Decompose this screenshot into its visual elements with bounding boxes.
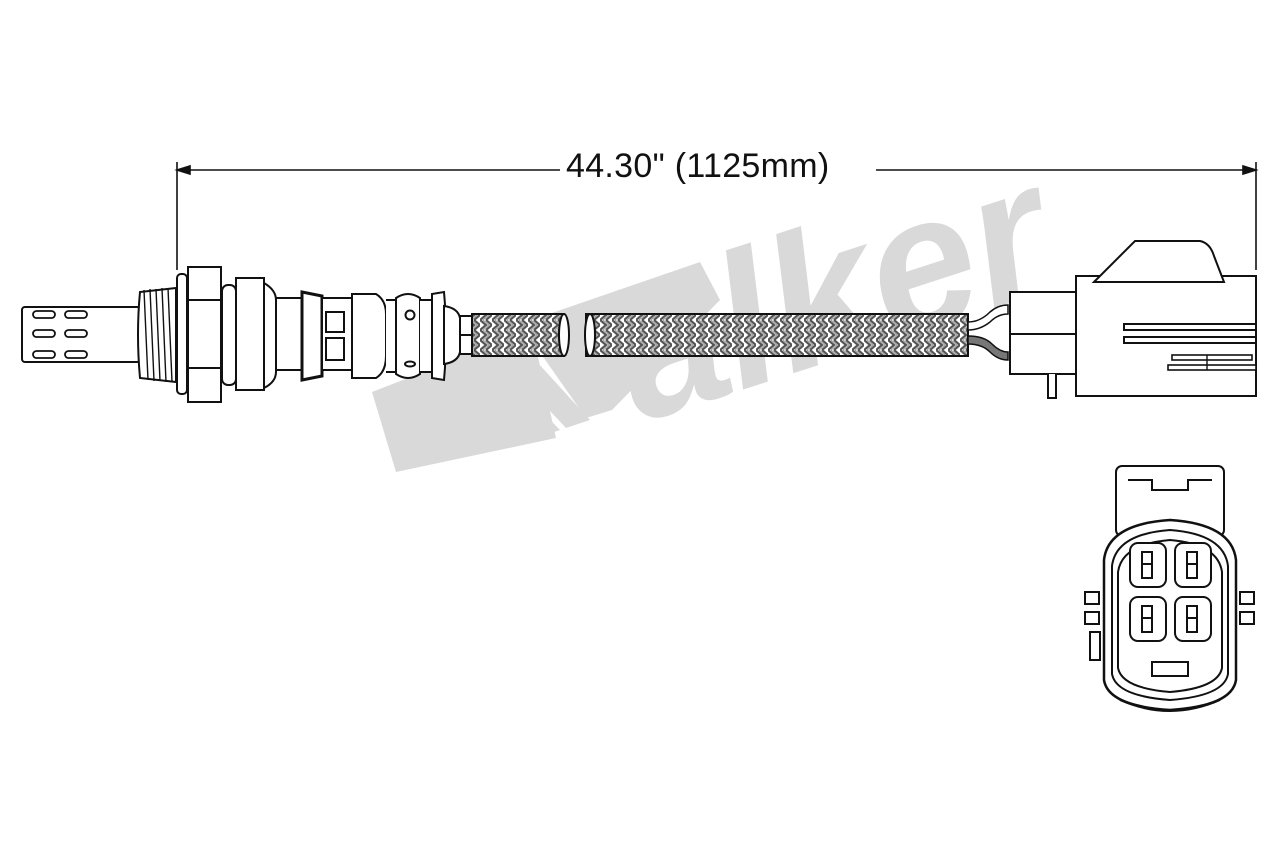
dimension-label: 44.30" (1125mm) — [560, 144, 836, 188]
dimension-line — [174, 162, 1259, 270]
threaded-body — [137, 273, 188, 395]
connector-pin-3 — [1129, 596, 1167, 642]
braided-wire-harness-right — [584, 313, 969, 357]
braided-wire-harness-left — [471, 313, 570, 357]
connector-pin-1 — [1129, 542, 1167, 588]
sensor-housing — [275, 290, 473, 382]
connector-face-view — [1084, 465, 1255, 712]
connector-pins — [1129, 542, 1212, 642]
connector-pin-2 — [1174, 542, 1212, 588]
wire-leads — [967, 304, 1009, 361]
hex-nut — [187, 266, 277, 403]
sensor-tip — [21, 306, 141, 363]
connector-side-view — [1009, 240, 1257, 399]
connector-pin-4 — [1174, 596, 1212, 642]
